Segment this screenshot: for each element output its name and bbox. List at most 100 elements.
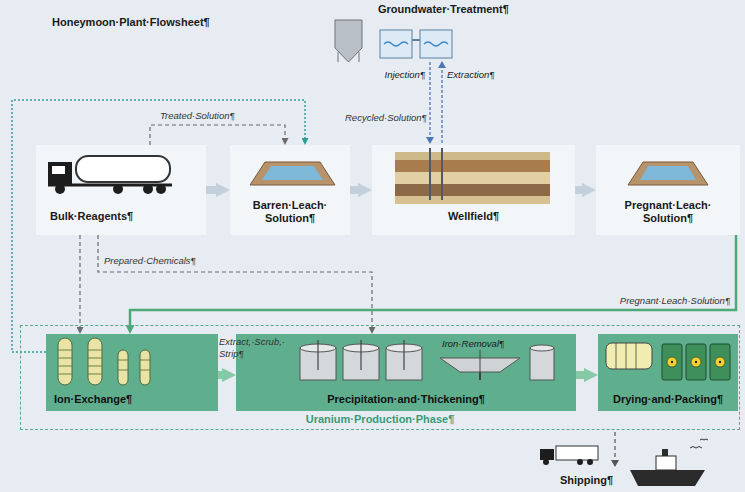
extraction-arrow bbox=[438, 61, 446, 143]
equipment-label: Iron·Removal¶ bbox=[442, 337, 504, 350]
dryer-drum bbox=[667, 357, 677, 367]
cargo-ship bbox=[662, 449, 668, 456]
extraction-arrow bbox=[441, 68, 442, 143]
ion-exchange-column bbox=[140, 350, 150, 385]
flow-connector bbox=[98, 235, 372, 327]
thickener bbox=[440, 345, 554, 380]
pregnant-pond bbox=[628, 162, 708, 185]
shipping-truck bbox=[587, 459, 593, 465]
flow-connector bbox=[575, 186, 582, 194]
dryer-drum bbox=[662, 344, 682, 380]
shipping-truck bbox=[540, 446, 598, 465]
node-label: Barren·Leach· Solution¶ bbox=[243, 199, 338, 225]
treatment-tank bbox=[384, 42, 448, 46]
ion-exchange-column bbox=[58, 338, 150, 385]
dryer-drum bbox=[719, 361, 721, 363]
shipping-truck bbox=[577, 459, 583, 465]
cargo-ship bbox=[690, 439, 708, 448]
node-label: Precipitation·and·Thickening¶ bbox=[327, 393, 485, 406]
node-label: Wellfield¶ bbox=[448, 210, 499, 223]
tanker-truck bbox=[143, 184, 153, 194]
treatment-silo bbox=[338, 52, 339, 62]
precipitation-tank bbox=[300, 340, 422, 380]
flow-connector bbox=[218, 371, 222, 379]
cargo-ship bbox=[656, 456, 676, 470]
dryer-drum bbox=[606, 343, 652, 369]
diagram-title: Honeymoon·Plant·Flowsheet¶ bbox=[52, 16, 210, 29]
flow-connector bbox=[350, 186, 358, 194]
pregnant-pond bbox=[628, 162, 708, 185]
wellfield-strata bbox=[395, 196, 550, 204]
thickener bbox=[530, 348, 554, 380]
ion-exchange-column bbox=[58, 350, 150, 374]
node-label: Ion·Exchange¶ bbox=[54, 393, 132, 406]
flow-connector bbox=[79, 235, 80, 327]
connector-label: Extract,·Scrub,· Strip¶ bbox=[219, 336, 299, 360]
dryer-drum bbox=[606, 343, 730, 380]
destination-label: Shipping¶ bbox=[560, 474, 613, 487]
barren-pond bbox=[250, 162, 335, 185]
tanker-truck bbox=[48, 156, 172, 194]
injection-arrow bbox=[426, 62, 434, 144]
flow-connector bbox=[150, 125, 285, 145]
tanker-truck bbox=[113, 184, 123, 194]
thickener bbox=[530, 345, 554, 351]
dryer-drum bbox=[710, 344, 730, 380]
dryer-drum bbox=[691, 357, 701, 367]
flow-connector bbox=[206, 186, 216, 194]
dryer-drum bbox=[671, 361, 673, 363]
dryer-drum bbox=[715, 357, 725, 367]
flow-connector bbox=[576, 371, 584, 379]
wellfield-strata bbox=[429, 148, 431, 200]
treatment-silo bbox=[335, 20, 362, 62]
section-heading: Groundwater·Treatment¶ bbox=[378, 3, 509, 16]
thickener bbox=[480, 350, 481, 372]
wellfield-strata bbox=[441, 148, 443, 200]
treatment-tank bbox=[380, 30, 452, 58]
wellfield-strata bbox=[395, 152, 550, 160]
wellfield-strata bbox=[395, 172, 550, 184]
node-label: Drying·and·Packing¶ bbox=[613, 393, 723, 406]
barren-pond bbox=[262, 166, 323, 180]
pregnant-pond bbox=[640, 166, 696, 180]
dryer-drum bbox=[686, 344, 706, 380]
wellfield-strata bbox=[395, 160, 550, 172]
node-label: Pregnant·Leach· Solution¶ bbox=[618, 199, 718, 225]
process-box: Barren·Leach· Solution¶ bbox=[230, 145, 350, 235]
barren-pond bbox=[250, 162, 335, 185]
tanker-truck bbox=[156, 184, 166, 194]
ion-exchange-column bbox=[58, 338, 72, 385]
shipping-truck bbox=[543, 459, 549, 465]
tanker-truck bbox=[48, 184, 172, 187]
tanker-truck bbox=[52, 166, 65, 174]
treatment-silo bbox=[335, 20, 362, 62]
tanker-truck bbox=[76, 156, 170, 182]
shipping-truck bbox=[556, 446, 598, 460]
injection-arrow bbox=[429, 62, 430, 137]
thickener bbox=[479, 372, 481, 380]
wellfield-strata bbox=[395, 184, 550, 196]
connector-label: Recycled·Solution¶ bbox=[345, 112, 427, 124]
precipitation-tank bbox=[318, 340, 404, 370]
node-label: Bulk·Reagents¶ bbox=[50, 210, 133, 223]
ion-exchange-column bbox=[88, 338, 102, 385]
ion-exchange-column bbox=[118, 350, 128, 385]
process-box: Pregnant·Leach· Solution¶ bbox=[596, 145, 740, 235]
flow-label: Injection¶ bbox=[375, 68, 425, 81]
cargo-ship bbox=[630, 470, 705, 486]
connector-label: Pregnant·Leach·Solution¶ bbox=[600, 295, 730, 307]
treatment-silo bbox=[359, 52, 360, 62]
shipping-arrow bbox=[611, 460, 619, 467]
flow-label: Extraction¶ bbox=[447, 68, 494, 81]
treatment-tank bbox=[412, 39, 420, 41]
dryer-drum bbox=[616, 343, 636, 369]
extraction-arrow bbox=[438, 61, 446, 68]
shipping-arrow bbox=[611, 432, 619, 467]
wellfield-strata bbox=[395, 148, 550, 204]
tanker-truck bbox=[48, 162, 72, 186]
connector-label: Treated·Solution¶ bbox=[160, 110, 235, 122]
injection-arrow bbox=[426, 137, 434, 144]
dryer-drum bbox=[695, 361, 697, 363]
